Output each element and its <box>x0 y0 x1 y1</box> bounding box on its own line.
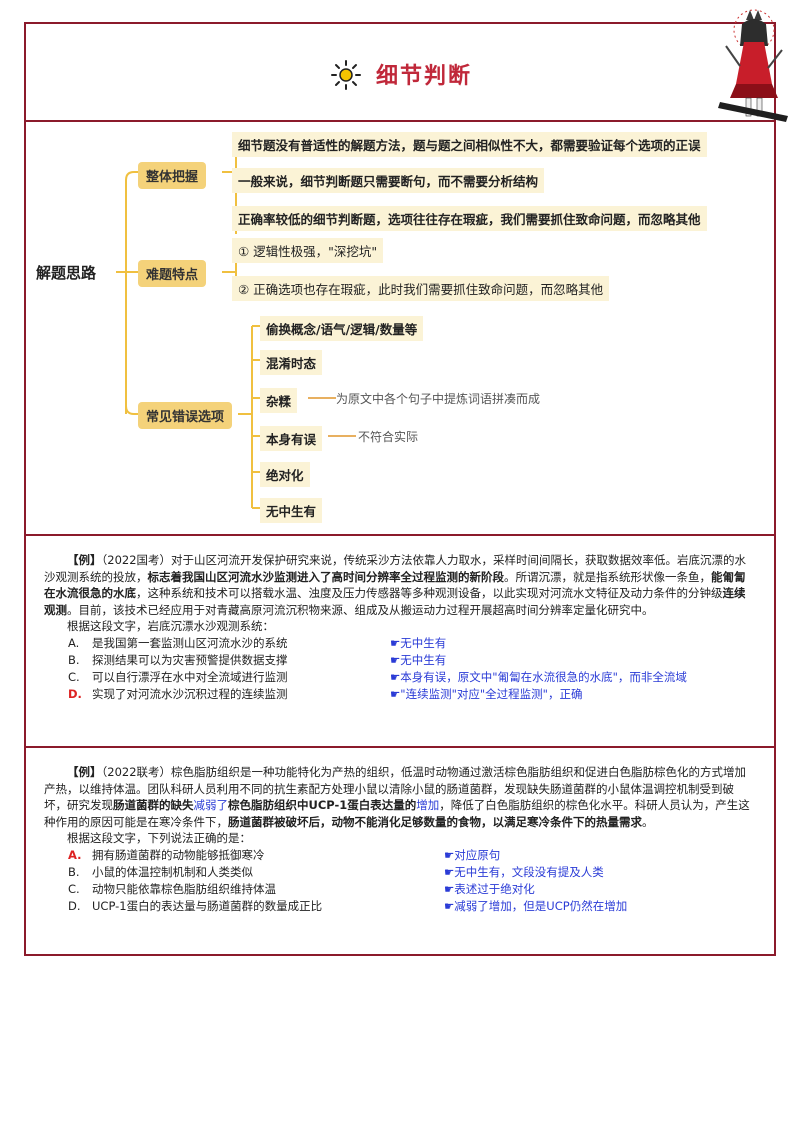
option-note: ☛无中生有 <box>390 635 447 650</box>
option-note: ☛表述过于绝对化 <box>444 881 535 896</box>
option-text: 拥有肠道菌群的动物能够抵御寒冷 <box>92 847 265 862</box>
example-key-sentence: 肠道菌群的缺失 <box>113 798 194 812</box>
option-row: B. 小鼠的体温控制机制和人类类似 ☛无中生有，文段没有提及人类 <box>44 864 756 881</box>
title-row: 细节判断 <box>26 9 788 122</box>
option-row: A. 拥有肠道菌群的动物能够抵御寒冷 ☛对应原句 <box>44 847 756 864</box>
page-title: 细节判断 <box>376 64 473 89</box>
option-text: 是我国第一套监测山区河流水沙的系统 <box>92 635 288 650</box>
divider <box>26 534 774 536</box>
divider <box>26 120 774 122</box>
wrong-item-tense: 混淆时态 <box>260 350 323 375</box>
option-letter: B. <box>68 652 80 667</box>
option-text: 探测结果可以为灾害预警提供数据支撑 <box>92 652 288 667</box>
option-note: ☛对应原句 <box>444 847 501 862</box>
example-text: ，降低了白色脂肪组织的棕色化水平。科研人员认为，产生这种作用的原因可能是在寒冷条… <box>44 798 750 829</box>
wrong-item-concept-swap: 偷换概念/语气/逻辑/数量等 <box>260 316 424 341</box>
example-question: 根据这段文字，岩底沉漂水沙观测系统： <box>67 619 274 633</box>
example-key-sentence: 肠道菌群被破坏后，动物不能消化足够数量的食物，以满足寒冷条件下的热量需求 <box>228 814 642 829</box>
example-1: 【例】（2022国考）对于山区河流开发保护研究来说，传统采沙方法依靠人力取水，采… <box>44 552 756 703</box>
option-text: 动物只能依靠棕色脂肪组织维持体温 <box>92 881 276 896</box>
example-2: 【例】（2022联考）棕色脂肪组织是一种功能特化为产热的组织，低温时动物通过激活… <box>44 764 756 915</box>
option-text: 可以自行漂浮在水中对全流域进行监测 <box>92 669 288 684</box>
sun-icon <box>331 60 361 90</box>
note-self-error: 不符合实际 <box>358 430 419 444</box>
branch-hard-question-traits: 难题特点 <box>138 260 207 287</box>
example-text: 。 <box>642 814 654 829</box>
option-row: D. UCP-1蛋白的表达量与肠道菌群的数量成正比 ☛减弱了增加，但是UCP仍然… <box>44 898 756 915</box>
example-key-sentence: 标志着我国山区河流水沙监测进入了高时间分辨率全过程监测的新阶段 <box>147 569 505 584</box>
wrong-item-absolute: 绝对化 <box>260 462 310 487</box>
example-highlight: 增加 <box>416 798 440 812</box>
option-note: ☛本身有误，原文中"匍匐在水流很急的水底"，而非全流域 <box>390 669 687 684</box>
example-key-sentence: 棕色脂肪组织中UCP-1蛋白表达量的 <box>228 798 417 812</box>
option-text: 实现了对河流水沙沉积过程的连续监测 <box>92 686 288 701</box>
option-row: A. 是我国第一套监测山区河流水沙的系统 ☛无中生有 <box>44 635 756 652</box>
option-note: ☛减弱了增加，但是UCP仍然在增加 <box>444 898 628 913</box>
option-note: ☛无中生有 <box>390 652 447 667</box>
option-text: UCP-1蛋白的表达量与肠道菌群的数量成正比 <box>92 898 323 913</box>
example-question: 根据这段文字，下列说法正确的是： <box>67 831 251 845</box>
anime-character-image <box>718 9 788 122</box>
example-text: 。目前，该技术已经应用于对青藏高原河流沉积物来源、组成及从搬运动力过程开展超高时… <box>67 602 654 617</box>
example-tag: 【例】 <box>67 553 102 567</box>
option-note: ☛"连续监测"对应"全过程监测"，正确 <box>390 686 583 701</box>
option-row: B. 探测结果可以为灾害预警提供数据支撑 ☛无中生有 <box>44 652 756 669</box>
divider <box>26 746 774 748</box>
option-letter-answer: A. <box>68 847 82 862</box>
option-letter: A. <box>68 635 80 650</box>
option-row: C. 可以自行漂浮在水中对全流域进行监测 ☛本身有误，原文中"匍匐在水流很急的水… <box>44 669 756 686</box>
option-row: C. 动物只能依靠棕色脂肪组织维持体温 ☛表述过于绝对化 <box>44 881 756 898</box>
example-text: （2022国考）对于山区河流开发保护研究来说，传统采沙方法依靠人力取水，采样时间… <box>44 553 747 584</box>
option-row: D. 实现了对河流水沙沉积过程的连续监测 ☛"连续监测"对应"全过程监测"，正确 <box>44 686 756 703</box>
option-letter: C. <box>68 669 80 684</box>
example-text: 。所谓沉漂，就是指系统形状像一条鱼， <box>504 569 711 584</box>
overall-item-1: 细节题没有普适性的解题方法，题与题之间相似性不大，都需要验证每个选项的正误 <box>232 132 707 157</box>
hard-item-2: ② 正确选项也存在瑕疵，此时我们需要抓住致命问题，而忽略其他 <box>232 276 610 301</box>
branch-overall-grasp: 整体把握 <box>138 162 207 189</box>
wrong-item-self-error: 本身有误 <box>260 426 323 451</box>
option-text: 小鼠的体温控制机制和人类类似 <box>92 864 253 879</box>
example-key-sentence: 连续观测 <box>44 586 746 617</box>
wrong-item-fabricated: 无中生有 <box>260 498 323 523</box>
overall-item-2: 一般来说，细节判断题只需要断句，而不需要分析结构 <box>232 168 545 193</box>
option-letter: C. <box>68 881 80 896</box>
page-frame: 细节判断 <box>24 9 788 956</box>
example-text: （2022联考）棕色脂肪组织是一种功能特化为产热的组织，低温时动物通过激活棕色脂… <box>44 765 747 812</box>
wrong-item-mix: 杂糅 <box>260 388 298 413</box>
hard-item-1: ① 逻辑性极强，"深挖坑" <box>232 238 384 263</box>
option-note: ☛无中生有，文段没有提及人类 <box>444 864 604 879</box>
option-letter: D. <box>68 898 81 913</box>
overall-item-3: 正确率较低的细节判断题，选项往往存在瑕疵，我们需要抓住致命问题，而忽略其他 <box>232 206 707 231</box>
mind-map-root: 解题思路 <box>36 264 97 282</box>
branch-common-wrong-options: 常见错误选项 <box>138 402 233 429</box>
option-letter: B. <box>68 864 80 879</box>
note-mix: 为原文中各个句子中提炼词语拼凑而成 <box>336 392 541 406</box>
option-letter-answer: D. <box>68 686 82 701</box>
example-key-sentence: 能匍匐在水流很急的水底 <box>44 569 746 601</box>
example-highlight: 减弱了 <box>193 798 229 812</box>
example-tag: 【例】 <box>67 765 102 779</box>
example-text: ，这种系统和技术可以搭载水温、浊度及压力传感器等多种观测设备，以此实现对河流水文… <box>136 586 723 600</box>
